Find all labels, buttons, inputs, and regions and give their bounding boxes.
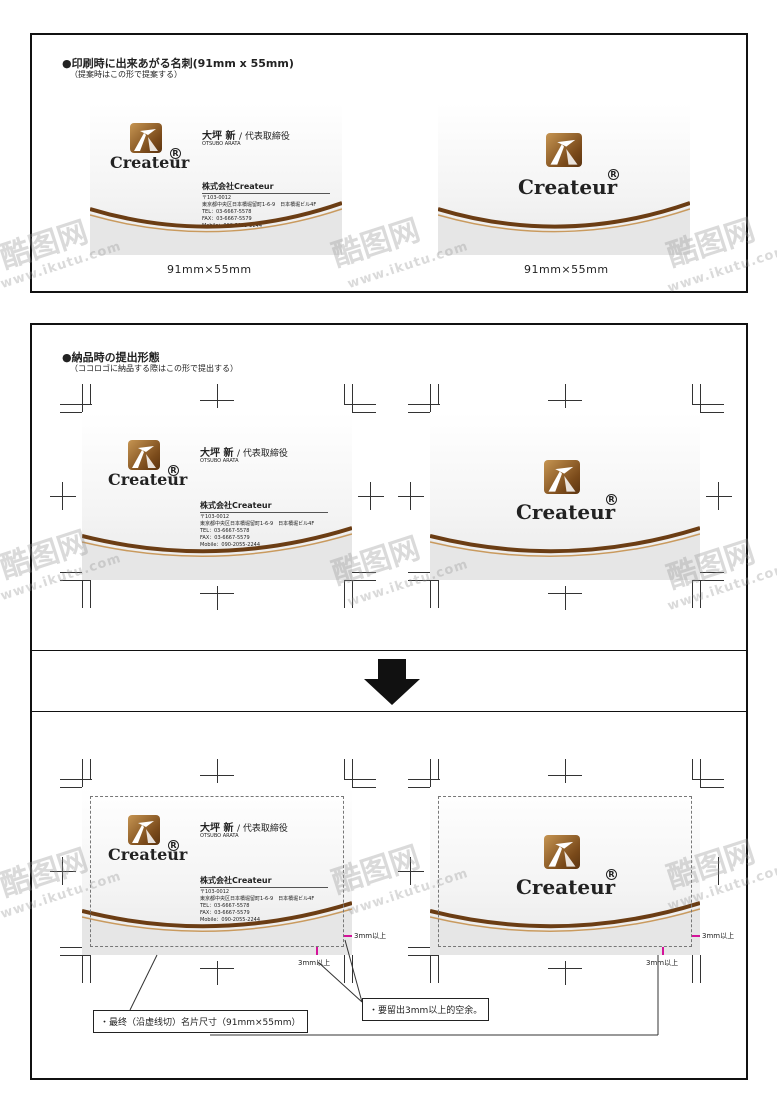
logo-text: Createur	[516, 500, 616, 524]
section1-title: ●印刷時に出来あがる名刺(91mm x 55mm)	[62, 57, 294, 70]
section1-subtitle: （提案時はこの形で提案する）	[70, 70, 182, 79]
logo-text: Createur	[108, 845, 188, 864]
person-role: / 代表取締役	[236, 824, 288, 834]
postal-code: 〒103-0012	[200, 889, 230, 895]
bleed-label-bottom-front: 3mm以上	[298, 959, 331, 967]
card-front-trimmed: Createur R 大坪 新 / 代表取締役 OTSUBO ARATA 株式会…	[82, 787, 352, 955]
wave-decoration	[430, 526, 700, 580]
bleed-marker-right-front	[344, 935, 352, 937]
trim-line-front	[90, 796, 344, 947]
bleed-marker-right-back	[692, 935, 700, 937]
person-name: 大坪 新	[200, 448, 234, 459]
registered-icon: R	[606, 869, 617, 880]
trim-line-back	[438, 796, 692, 947]
bleed-label-bottom-back: 3mm以上	[646, 959, 679, 967]
fax: FAX：03-6667-5579	[200, 910, 250, 916]
logo-text: Createur	[518, 175, 618, 199]
fax: FAX：03-6667-5579	[200, 535, 250, 541]
logo-mark-icon	[128, 440, 160, 470]
contact-info: 〒103-0012 東京都中央区日本橋堀留町1-6-9 日本橋堀ビル4F TEL…	[200, 514, 314, 549]
company-name: 株式会社Createur	[200, 875, 328, 888]
wave-decoration	[90, 201, 342, 255]
bleed-marker-bottom-front	[316, 947, 318, 955]
arrow-panel	[30, 650, 746, 712]
registered-icon: R	[606, 494, 617, 505]
tel: TEL：03-6667-5578	[202, 209, 252, 215]
logo-mark-icon	[544, 460, 580, 494]
address: 東京都中央区日本橋堀留町1-6-9 日本橋堀ビル4F	[200, 521, 315, 527]
logo-mark-icon	[130, 123, 162, 153]
card-back: Createur R	[438, 103, 690, 255]
tel: TEL：03-6667-5578	[200, 528, 250, 534]
wave-decoration	[82, 901, 352, 955]
card-back-delivery: Createur R	[430, 412, 700, 580]
tel: TEL：03-6667-5578	[200, 903, 250, 909]
registered-icon: R	[608, 169, 619, 180]
section2-subtitle: （ココロゴに納品する際はこの形で提出する）	[70, 364, 238, 373]
registered-icon: R	[170, 148, 181, 159]
person-name: 大坪 新	[200, 823, 234, 834]
bleed-marker-bottom-back	[662, 947, 664, 955]
card-back-trimmed: Createur R	[430, 787, 700, 955]
logo-mark-icon	[128, 815, 160, 845]
mobile: Mobile：090-2055-2244	[200, 917, 261, 923]
registered-icon: R	[168, 840, 179, 851]
logo-mark-icon	[546, 133, 582, 167]
address: 東京都中央区日本橋堀留町1-6-9 日本橋堀ビル4F	[200, 896, 315, 902]
card-name: 大坪 新 / 代表取締役	[200, 444, 288, 459]
arrow-down-icon	[364, 659, 420, 705]
wave-decoration	[82, 526, 352, 580]
card-front: Createur R 大坪 新 / 代表取締役 OTSUBO ARATA 株式会…	[90, 103, 342, 255]
mobile: Mobile：090-2055-2244	[200, 542, 261, 548]
contact-info: 〒103-0012 東京都中央区日本橋堀留町1-6-9 日本橋堀ビル4F TEL…	[200, 889, 314, 924]
postal-code: 〒103-0012	[202, 195, 232, 201]
fax: FAX：03-6667-5579	[202, 216, 252, 222]
card-name: 大坪 新 / 代表取締役	[200, 819, 288, 834]
person-role: / 代表取締役	[236, 449, 288, 459]
bleed-label-right-back: 3mm以上	[702, 932, 735, 940]
dimension-label-back: 91mm×55mm	[524, 263, 609, 276]
logo-text: Createur	[516, 875, 616, 899]
logo-text: Createur	[108, 470, 188, 489]
address: 東京都中央区日本橋堀留町1-6-9 日本橋堀ビル4F	[202, 202, 317, 208]
callout-margin: ・要留出3mm以上的空余。	[362, 998, 490, 1021]
company-name: 株式会社Createur	[202, 181, 330, 194]
bleed-label-right-front: 3mm以上	[354, 932, 387, 940]
company-name: 株式会社Createur	[200, 500, 328, 513]
person-name-en: OTSUBO ARATA	[200, 458, 239, 464]
card-name: 大坪 新 / 代表取締役	[202, 127, 290, 142]
section-print-preview: ●印刷時に出来あがる名刺(91mm x 55mm) （提案時はこの形で提案する）…	[30, 33, 748, 293]
wave-decoration	[430, 901, 700, 955]
wave-decoration	[438, 201, 690, 255]
card-front-delivery: Createur R 大坪 新 / 代表取締役 OTSUBO ARATA 株式会…	[82, 412, 352, 580]
logo-mark-icon	[544, 835, 580, 869]
logo-text: Createur	[110, 153, 190, 172]
registered-icon: R	[168, 465, 179, 476]
person-name-en: OTSUBO ARATA	[200, 833, 239, 839]
section2-title: ●納品時の提出形態	[62, 351, 160, 364]
dimension-label-front: 91mm×55mm	[167, 263, 252, 276]
callout-final-size: ・最终（沿虚线切）名片尺寸（91mm×55mm）	[93, 1010, 308, 1033]
person-name: 大坪 新	[202, 131, 236, 142]
postal-code: 〒103-0012	[200, 514, 230, 520]
person-role: / 代表取締役	[238, 132, 290, 142]
person-name-en: OTSUBO ARATA	[202, 141, 241, 147]
